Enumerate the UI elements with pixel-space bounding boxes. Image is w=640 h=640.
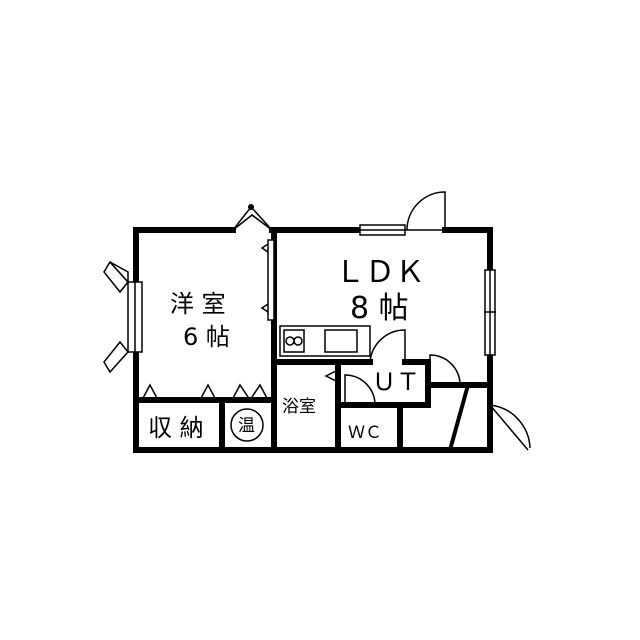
storage-label: 収 納 [148, 414, 204, 442]
western-room-label-2: 6 帖 [183, 323, 230, 351]
kitchen [279, 325, 371, 357]
water-heater-label: 温 [238, 416, 255, 436]
ldk-label-1: ＬＤＫ [335, 255, 425, 290]
western-room-label-1: 洋 室 [170, 290, 226, 318]
toilet-label: ＷＣ [348, 423, 382, 443]
bath-label: 浴室 [282, 397, 316, 417]
utility-label: ＵＴ [372, 368, 420, 396]
water-heater-icon [230, 408, 264, 442]
ldk-label-2: 8 帖 [350, 291, 409, 326]
doors [141, 191, 531, 451]
